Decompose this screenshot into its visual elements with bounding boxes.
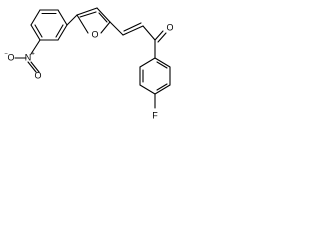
nitro-n-charge: + [31,52,35,58]
bond [76,14,89,34]
bond [30,61,40,73]
furan-o-label: O [91,29,98,39]
bond [30,24,41,41]
bond [142,25,156,41]
bond [157,32,167,43]
bond [109,21,124,36]
double-bond-inner [123,22,142,32]
bond [76,7,98,16]
double-bond-inner [98,12,108,23]
nitro-o-minus-label: O [7,52,14,62]
bond [139,84,156,95]
bond [30,39,41,55]
furan-ring: O [76,7,111,39]
fluorine-label: F [152,110,158,120]
bond [154,57,171,68]
enone-chain: O [109,21,174,43]
nitro-group: N + O − O [4,39,42,80]
molecule-structure-diagram: N + O − O O O [4,7,174,120]
bond [139,57,156,68]
bond [154,30,164,41]
bond [57,9,68,26]
double-bond-inner [34,24,43,38]
bond [30,9,41,26]
ketone-o-label: O [166,22,173,32]
nitro-o-charge: − [4,52,8,58]
bond [57,24,68,41]
nitro-o-label: O [34,70,41,80]
bond [27,61,37,73]
bond [96,7,111,23]
bond-phenyl-furan [66,14,78,26]
double-bond-inner [79,11,97,18]
bond [100,21,111,34]
fluorophenyl-ring: F [139,39,171,120]
bond [154,84,171,95]
nitro-n-label: N [25,52,32,62]
double-bond-inner [156,61,168,69]
bond [122,25,144,36]
nitrophenyl-ring [30,9,68,41]
double-bond-inner [55,24,64,38]
double-bond-inner [156,83,168,91]
